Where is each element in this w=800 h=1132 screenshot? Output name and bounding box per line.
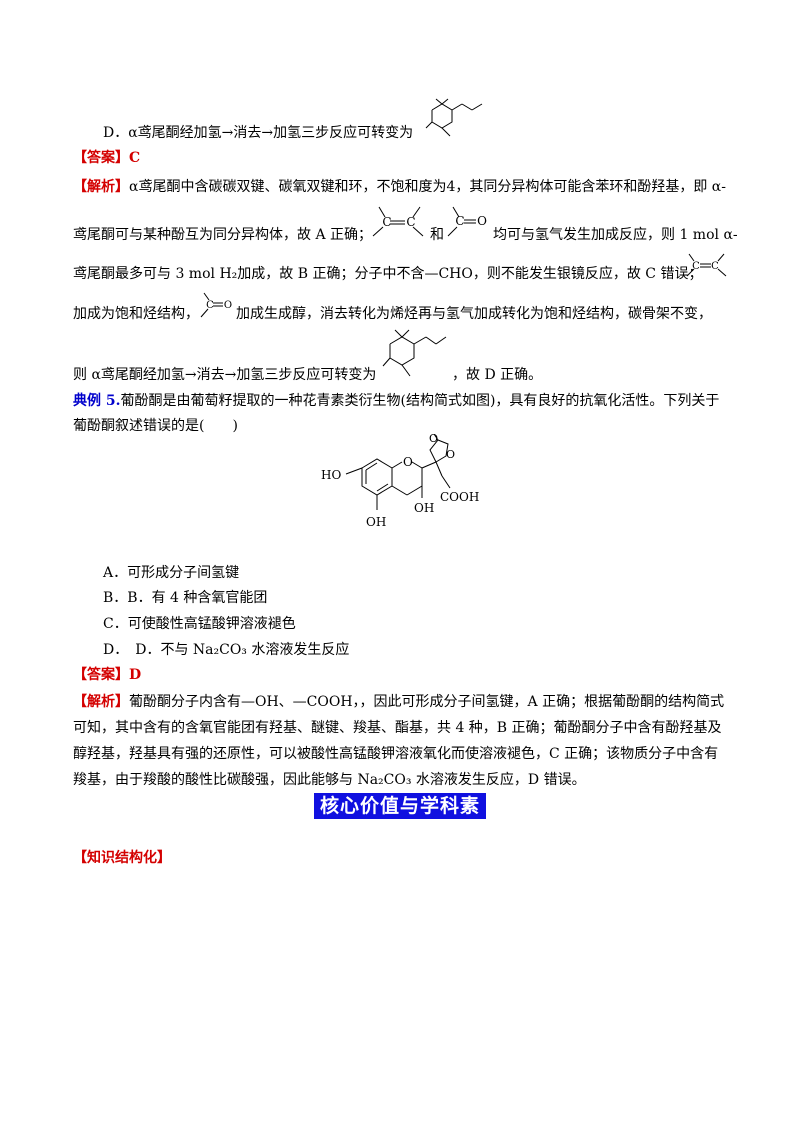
carbonyl-group-structure-2: C O — [198, 291, 238, 321]
option-b: B．B．有 4 种含氧官能团 — [103, 590, 268, 606]
carbonyl-o: O — [477, 214, 487, 228]
option-d: D． D．不与 Na₂CO₃ 水溶液发生反应 — [103, 642, 350, 658]
q5-analysis-line-1: 【解析】葡酚酮分子内含有—OH、—COOH，，因此可形成分子间氢键，A 正确；根… — [73, 694, 725, 710]
q5-analysis-line-4: 羧基，由于羧酸的酸性比碳酸强，因此能够与 Na₂CO₃ 水溶液发生反应，D 错误… — [73, 772, 586, 788]
option-d-line: D．α鸢尾酮经加氢→消去→加氢三步反应可转变为 — [103, 125, 414, 141]
example-5-stem-line-1: 典例 5.葡酚酮是由葡萄籽提取的一种花青素类衍生物(结构简式如图)，具有良好的抗… — [73, 393, 720, 409]
q4-analysis-line-5b: ，故 D 正确。 — [452, 367, 543, 383]
q4-analysis-line-3: 鸢尾酮最多可与 3 mol H₂加成，故 B 正确；分子中不含—CHO，则不能发… — [73, 266, 703, 282]
q4-answer-line: 【答案】C — [73, 150, 141, 166]
knowledge-structure-heading: 【知识结构化】 — [73, 850, 171, 866]
lactone-o-label: O — [446, 448, 455, 461]
section-banner: 核心价值与学科素养 — [314, 793, 486, 843]
example-5-stem-line-2: 葡酚酮叙述错误的是( ) — [73, 418, 238, 434]
carbonyl-o-label: O — [429, 434, 438, 445]
saturated-skeleton-structure — [422, 98, 484, 142]
alkene-c-right: C — [406, 215, 415, 229]
and-word: 和 — [430, 227, 444, 243]
alkene-c-left: C — [382, 215, 391, 229]
q5-analysis-line-3: 醇羟基，羟基具有强的还原性，可以被酸性高锰酸钾溶液氧化而使溶液褪色，C 正确；该… — [73, 746, 719, 762]
option-a: A．可形成分子间氢键 — [103, 565, 240, 581]
q4-analysis-line-2c: 均可与氢气发生加成反应，则 1 mol α- — [493, 227, 738, 243]
q4-analysis-line-4b: 加成生成醇，消去转化为烯烃再与氢气加成转化为饱和烃结构，碳骨架不变， — [236, 306, 712, 322]
saturated-skeleton-structure-2 — [378, 326, 448, 382]
ho-label: HO — [321, 468, 341, 482]
carbonyl-c: C — [455, 214, 464, 228]
ring-o-label: O — [403, 455, 413, 469]
q4-analysis-line-1: 【解析】α鸢尾酮中含碳碳双键、碳氧双键和环，不饱和度为4，其同分异构体可能含苯环… — [73, 179, 726, 195]
carbonyl2-o: O — [224, 300, 232, 311]
option-c: C．可使酸性高锰酸钾溶液褪色 — [103, 616, 296, 632]
alkene-group-structure: C C — [370, 205, 428, 241]
grape-ketone-structure: HO O O O OH COOH OH — [318, 434, 498, 540]
alkene-group-structure-2: C C — [684, 252, 730, 280]
q4-analysis-line-2: 鸢尾酮可与某种酚互为同分异构体，故 A 正确； — [73, 227, 373, 243]
oh-ring-label: OH — [414, 501, 434, 515]
carbonyl2-c: C — [206, 300, 214, 311]
q5-answer-line: 【答案】D — [73, 667, 142, 683]
q5-analysis-line-2: 可知，其中含有的含氧官能团有羟基、醚键、羧基、酯基，共 4 种，B 正确；葡酚酮… — [73, 720, 722, 736]
alkene2-c-left: C — [692, 261, 700, 272]
carbonyl-group-structure: C O — [445, 205, 491, 241]
cooh-label: COOH — [440, 490, 479, 504]
alkene2-c-right: C — [711, 261, 719, 272]
oh-bottom-label: OH — [366, 515, 386, 529]
q4-analysis-line-4: 加成为饱和烃结构， — [73, 306, 199, 322]
q4-analysis-line-5: 则 α鸢尾酮经加氢→消去→加氢三步反应可转变为 — [73, 367, 377, 383]
